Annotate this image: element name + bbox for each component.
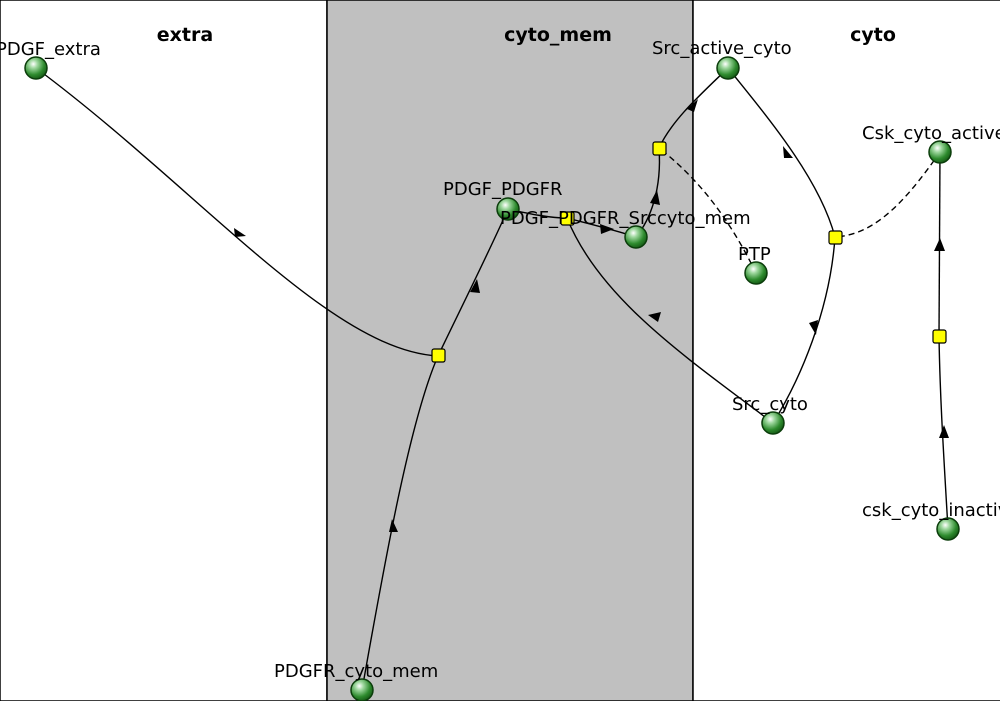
species-pdgf-pdgfr-icon — [496, 197, 520, 221]
compartment-cyto-title: cyto — [850, 24, 896, 46]
edge-r3-to-src-active[interactable] — [658, 67, 729, 149]
reaction-node-r5[interactable] — [932, 329, 947, 344]
arrowhead-4 — [600, 224, 614, 234]
arrowhead-7 — [687, 99, 698, 112]
compartment-cyto-mem[interactable]: cyto_mem — [326, 0, 694, 701]
arrowhead-2 — [389, 519, 398, 532]
species-pdgf-pdgfr-src-label: PDGF_PDGFR_Srccyto_mem — [500, 208, 751, 229]
compartment-cyto-mem-title: cyto_mem — [504, 24, 612, 46]
reaction-node-r2[interactable] — [560, 211, 575, 226]
compartment-extra[interactable]: extra — [0, 0, 328, 701]
arrowhead-11 — [939, 425, 949, 438]
compartment-cyto[interactable]: cyto — [692, 0, 1000, 701]
arrowhead-3 — [470, 279, 480, 293]
arrowhead-6 — [650, 190, 660, 205]
species-pdgfr-cyto-mem[interactable]: PDGFR_cyto_mem — [274, 661, 438, 701]
reaction-node-r4[interactable] — [828, 230, 843, 245]
species-pdgfr-cyto-mem-icon — [350, 678, 374, 701]
species-pdgf-pdgfr[interactable]: PDGF_PDGFR — [443, 179, 563, 221]
edge-src-cyto-to-r2[interactable] — [566, 217, 774, 424]
species-csk-cyto-inactive[interactable]: csk_cyto_inactive — [862, 500, 1000, 541]
reaction-nodes — [431, 141, 947, 363]
edge-pdgfr-to-r1[interactable] — [361, 355, 439, 691]
species-pdgf-extra-label: PDGF_extra — [0, 39, 101, 60]
reaction-node-r1[interactable] — [431, 348, 446, 363]
species-csk-cyto-inactive-label: csk_cyto_inactive — [862, 500, 1000, 521]
edge-ptp-modifies-r3[interactable] — [658, 147, 757, 274]
edge-src-active-to-r4[interactable] — [727, 67, 836, 238]
species-src-cyto-label: Src_cyto — [732, 394, 808, 415]
species-pdgf-pdgfr-label: PDGF_PDGFR — [443, 179, 563, 200]
arrowhead-1 — [234, 228, 246, 237]
species-pdgf-extra[interactable]: PDGF_extra — [0, 39, 101, 80]
species-ptp-label: PTP — [738, 244, 771, 265]
species-src-cyto-icon — [761, 411, 785, 435]
compartment-cyto-box — [692, 0, 1000, 701]
compartment-extra-title: extra — [157, 24, 213, 46]
reaction-node-r3[interactable] — [652, 141, 667, 156]
species-csk-cyto-active[interactable]: Csk_cyto_active — [862, 123, 1000, 164]
species-src-cyto[interactable]: Src_cyto — [732, 394, 808, 435]
species-ptp-icon — [744, 261, 768, 285]
arrowhead-10 — [934, 238, 945, 251]
species-pdgfr-cyto-mem-label: PDGFR_cyto_mem — [274, 661, 438, 682]
edge-pdgf-extra-to-r1[interactable] — [35, 67, 439, 357]
species-pdgf-pdgfr-src-icon — [624, 225, 648, 249]
edge-r1-to-pdgf-pdgfr[interactable] — [437, 208, 509, 357]
edge-csk-modifies-r4[interactable] — [834, 151, 941, 238]
arrowheads — [234, 99, 949, 532]
arrowhead-8 — [783, 146, 793, 158]
species-csk-cyto-inactive-icon — [936, 517, 960, 541]
species-pdgf-extra-icon — [24, 56, 48, 80]
compartment-extra-box — [0, 0, 328, 701]
species-csk-cyto-active-label: Csk_cyto_active — [862, 123, 1000, 144]
arrowhead-9 — [809, 320, 818, 335]
species-pdgf-pdgfr-src[interactable]: PDGF_PDGFR_Srccyto_mem — [500, 208, 751, 249]
species-csk-cyto-active-icon — [928, 140, 952, 164]
species-src-active-cyto-icon — [716, 56, 740, 80]
species-src-active-cyto-label: Src_active_cyto — [652, 38, 792, 59]
edge-r4-to-src-cyto[interactable] — [772, 236, 836, 424]
species-ptp[interactable]: PTP — [738, 244, 771, 285]
species-src-active-cyto[interactable]: Src_active_cyto — [652, 38, 792, 80]
arrowhead-5 — [648, 312, 661, 322]
compartment-cyto-mem-box — [326, 0, 694, 701]
